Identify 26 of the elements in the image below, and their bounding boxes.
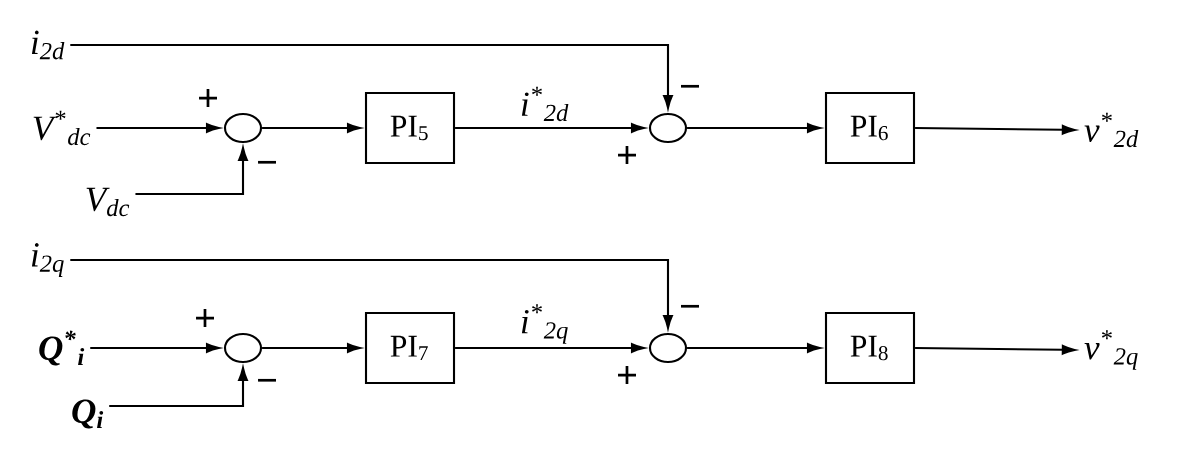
- signal-label: V$^{*}$dc: [33, 110, 91, 146]
- pi-controller-box: PI$_{6}$: [824, 91, 916, 165]
- sign-label: +: [196, 309, 214, 328]
- sign-label: −: [258, 378, 276, 382]
- signal-label: v$^{*}$2d: [1084, 112, 1139, 148]
- sign-label: +: [618, 366, 636, 385]
- edge-label: i$^{*}$2q: [521, 304, 568, 344]
- summing-junction: [223, 112, 263, 144]
- sign-label: −: [681, 304, 699, 308]
- pi-controller-box: PI$_{7}$: [364, 311, 456, 385]
- signal-label: Q$_{i}$: [72, 399, 104, 429]
- signal-label: V$_{dc}$: [86, 187, 130, 217]
- summing-junction: [648, 332, 688, 364]
- sign-label: +: [199, 89, 217, 108]
- sign-label: −: [681, 84, 699, 88]
- signal-label: i$_{2q}$: [31, 243, 64, 277]
- signal-label: v$^{*}$2q: [1084, 330, 1138, 370]
- edge-label: i$^{*}$2d: [521, 86, 569, 122]
- signal-label: i$_{2d}$: [31, 30, 65, 60]
- sign-label: −: [258, 160, 276, 164]
- pi-controller-box: PI$_{8}$: [824, 311, 916, 385]
- pi-controller-box: PI$_{5}$: [364, 91, 456, 165]
- sign-label: +: [618, 146, 636, 165]
- summing-junction: [648, 112, 688, 144]
- summing-junction: [223, 332, 263, 364]
- signal-label: Q$^{*}$i: [39, 330, 85, 366]
